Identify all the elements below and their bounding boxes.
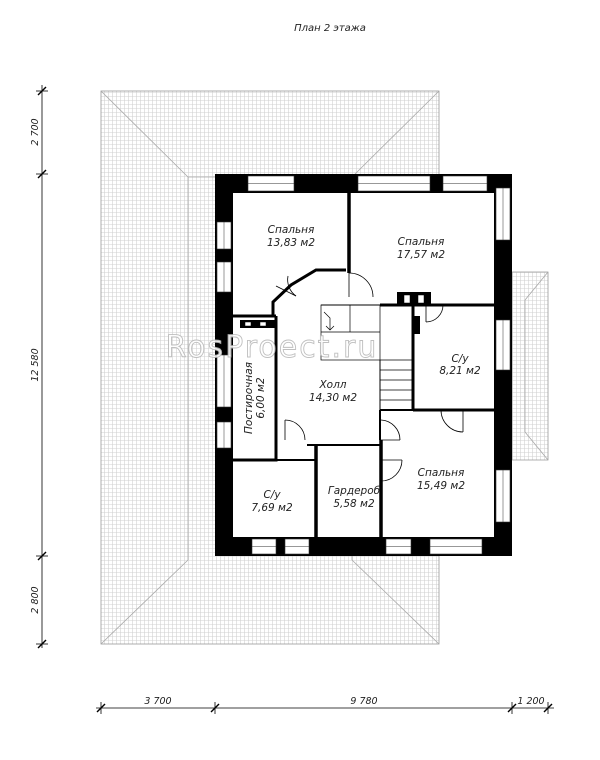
room-name: С/у [451, 353, 469, 365]
dim-left-middle: 12 580 [30, 348, 41, 381]
staircase [320, 304, 413, 401]
room-area: 15,49 м2 [417, 480, 465, 492]
plan-title: План 2 этажа [294, 23, 366, 34]
bottom-dimension-line [96, 702, 554, 714]
room-name: С/у [263, 489, 281, 501]
doors [275, 272, 464, 482]
room-name: Спальня [268, 224, 315, 236]
room-name: Постирочная [243, 362, 255, 434]
dim-left-bottom: 2 800 [30, 586, 41, 613]
room-area: 5,58 м2 [333, 498, 375, 510]
room-area: 13,83 м2 [267, 237, 315, 249]
watermark: RosProect.ru [166, 330, 379, 365]
room-area: 8,21 м2 [439, 365, 481, 377]
room-area: 7,69 м2 [251, 502, 293, 514]
room-name: Спальня [418, 467, 465, 479]
room-area: 14,30 м2 [309, 392, 357, 404]
dim-bottom-right: 1 200 [517, 696, 544, 707]
room-name: Спальня [398, 236, 445, 248]
windows [216, 175, 511, 555]
room-area: 6,00 м2 [255, 377, 267, 419]
room-name: Холл [318, 379, 346, 391]
room-area: 17,57 м2 [397, 249, 445, 261]
dim-bottom-middle: 9 780 [350, 696, 377, 707]
room-labels: Спальня 13,83 м2 Спальня 17,57 м2 Холл 1… [243, 224, 481, 514]
floor-area [215, 174, 512, 556]
dim-left-top: 2 700 [30, 118, 41, 145]
left-dimension-line [36, 85, 48, 649]
dim-bottom-left: 3 700 [144, 696, 171, 707]
room-name: Гардероб [328, 485, 381, 497]
